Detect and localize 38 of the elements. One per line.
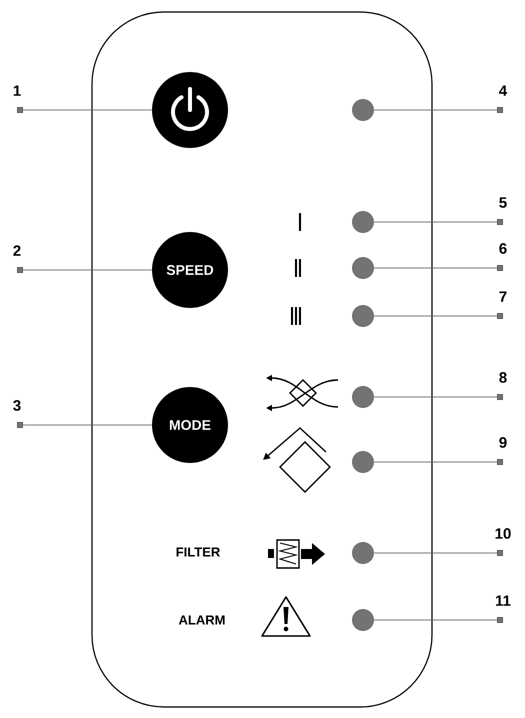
indicator-light xyxy=(352,451,374,473)
push-button xyxy=(152,72,228,148)
leader-line xyxy=(374,617,503,623)
leader-line xyxy=(17,107,152,113)
callout-number: 5 xyxy=(499,197,507,208)
indicator-light xyxy=(352,257,374,279)
callout-number: 11 xyxy=(496,595,510,606)
indicator-light xyxy=(352,609,374,631)
callout-number: 9 xyxy=(499,437,507,448)
callout-number: 2 xyxy=(13,245,21,256)
callout-number: 1 xyxy=(14,86,21,96)
callout-number: 3 xyxy=(13,400,21,411)
leader-line xyxy=(374,265,503,271)
callout-number: 8 xyxy=(499,372,507,383)
leader-line xyxy=(17,422,152,428)
indicator-light xyxy=(352,305,374,327)
indicator-light xyxy=(352,386,374,408)
callout-number: 10 xyxy=(496,528,511,539)
leader-line xyxy=(374,313,503,319)
leader-line xyxy=(374,459,503,465)
callout-number: 7 xyxy=(499,291,506,302)
push-button: SPEED xyxy=(152,232,228,308)
indicator-light xyxy=(352,99,374,121)
indicator-label: FILTER xyxy=(176,548,220,556)
push-button: MODE xyxy=(152,387,228,463)
leader-line xyxy=(374,550,503,556)
indicator-label: ALARM xyxy=(178,616,225,624)
speed-level-label: I xyxy=(298,213,302,231)
leader-line xyxy=(374,394,503,400)
callout-number: 4 xyxy=(499,86,508,96)
leader-line xyxy=(374,219,503,226)
speed-level-label: III xyxy=(291,307,301,325)
leader-line xyxy=(374,107,503,113)
speed-level-label: II xyxy=(294,259,301,277)
callout-number: 6 xyxy=(499,243,507,254)
indicator-light xyxy=(352,211,374,233)
leader-line xyxy=(17,267,152,273)
indicator-light xyxy=(352,542,374,564)
